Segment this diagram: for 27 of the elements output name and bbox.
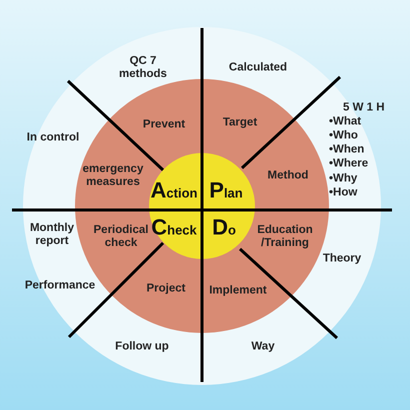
segment-label: Implement (209, 284, 267, 298)
segment-label: Monthly report (28, 222, 76, 248)
phase-label: Check (151, 214, 197, 240)
segment-label: Prevent (142, 118, 186, 132)
phase-label: Do (212, 214, 236, 240)
phase-label: Action (150, 177, 198, 203)
segment-label: emergency measures (82, 162, 144, 190)
list-item: •How (329, 186, 358, 200)
phase-label: Plan (209, 177, 243, 203)
segment-label: Periodical check (92, 224, 150, 250)
segment-label: QC 7 methods (118, 54, 168, 82)
segment-label: Theory (322, 252, 362, 266)
segment-label: Way (251, 340, 275, 354)
list-item: •Who (329, 129, 358, 143)
list-item: •Why (329, 172, 358, 186)
segment-label: Project (146, 282, 186, 296)
list-item: •What (329, 115, 362, 129)
list-item: •Where (329, 157, 368, 171)
segment-label: Performance (24, 279, 96, 293)
list-item: •When (329, 143, 364, 157)
segment-label: Target (222, 116, 258, 130)
segment-label: Follow up (115, 340, 169, 354)
segment-label: Education /Training (256, 224, 314, 250)
list-item: 5 W 1 H (343, 101, 385, 115)
segment-label: In control (26, 131, 80, 145)
segment-label: Calculated (228, 61, 288, 75)
segment-label: Method (268, 169, 308, 183)
